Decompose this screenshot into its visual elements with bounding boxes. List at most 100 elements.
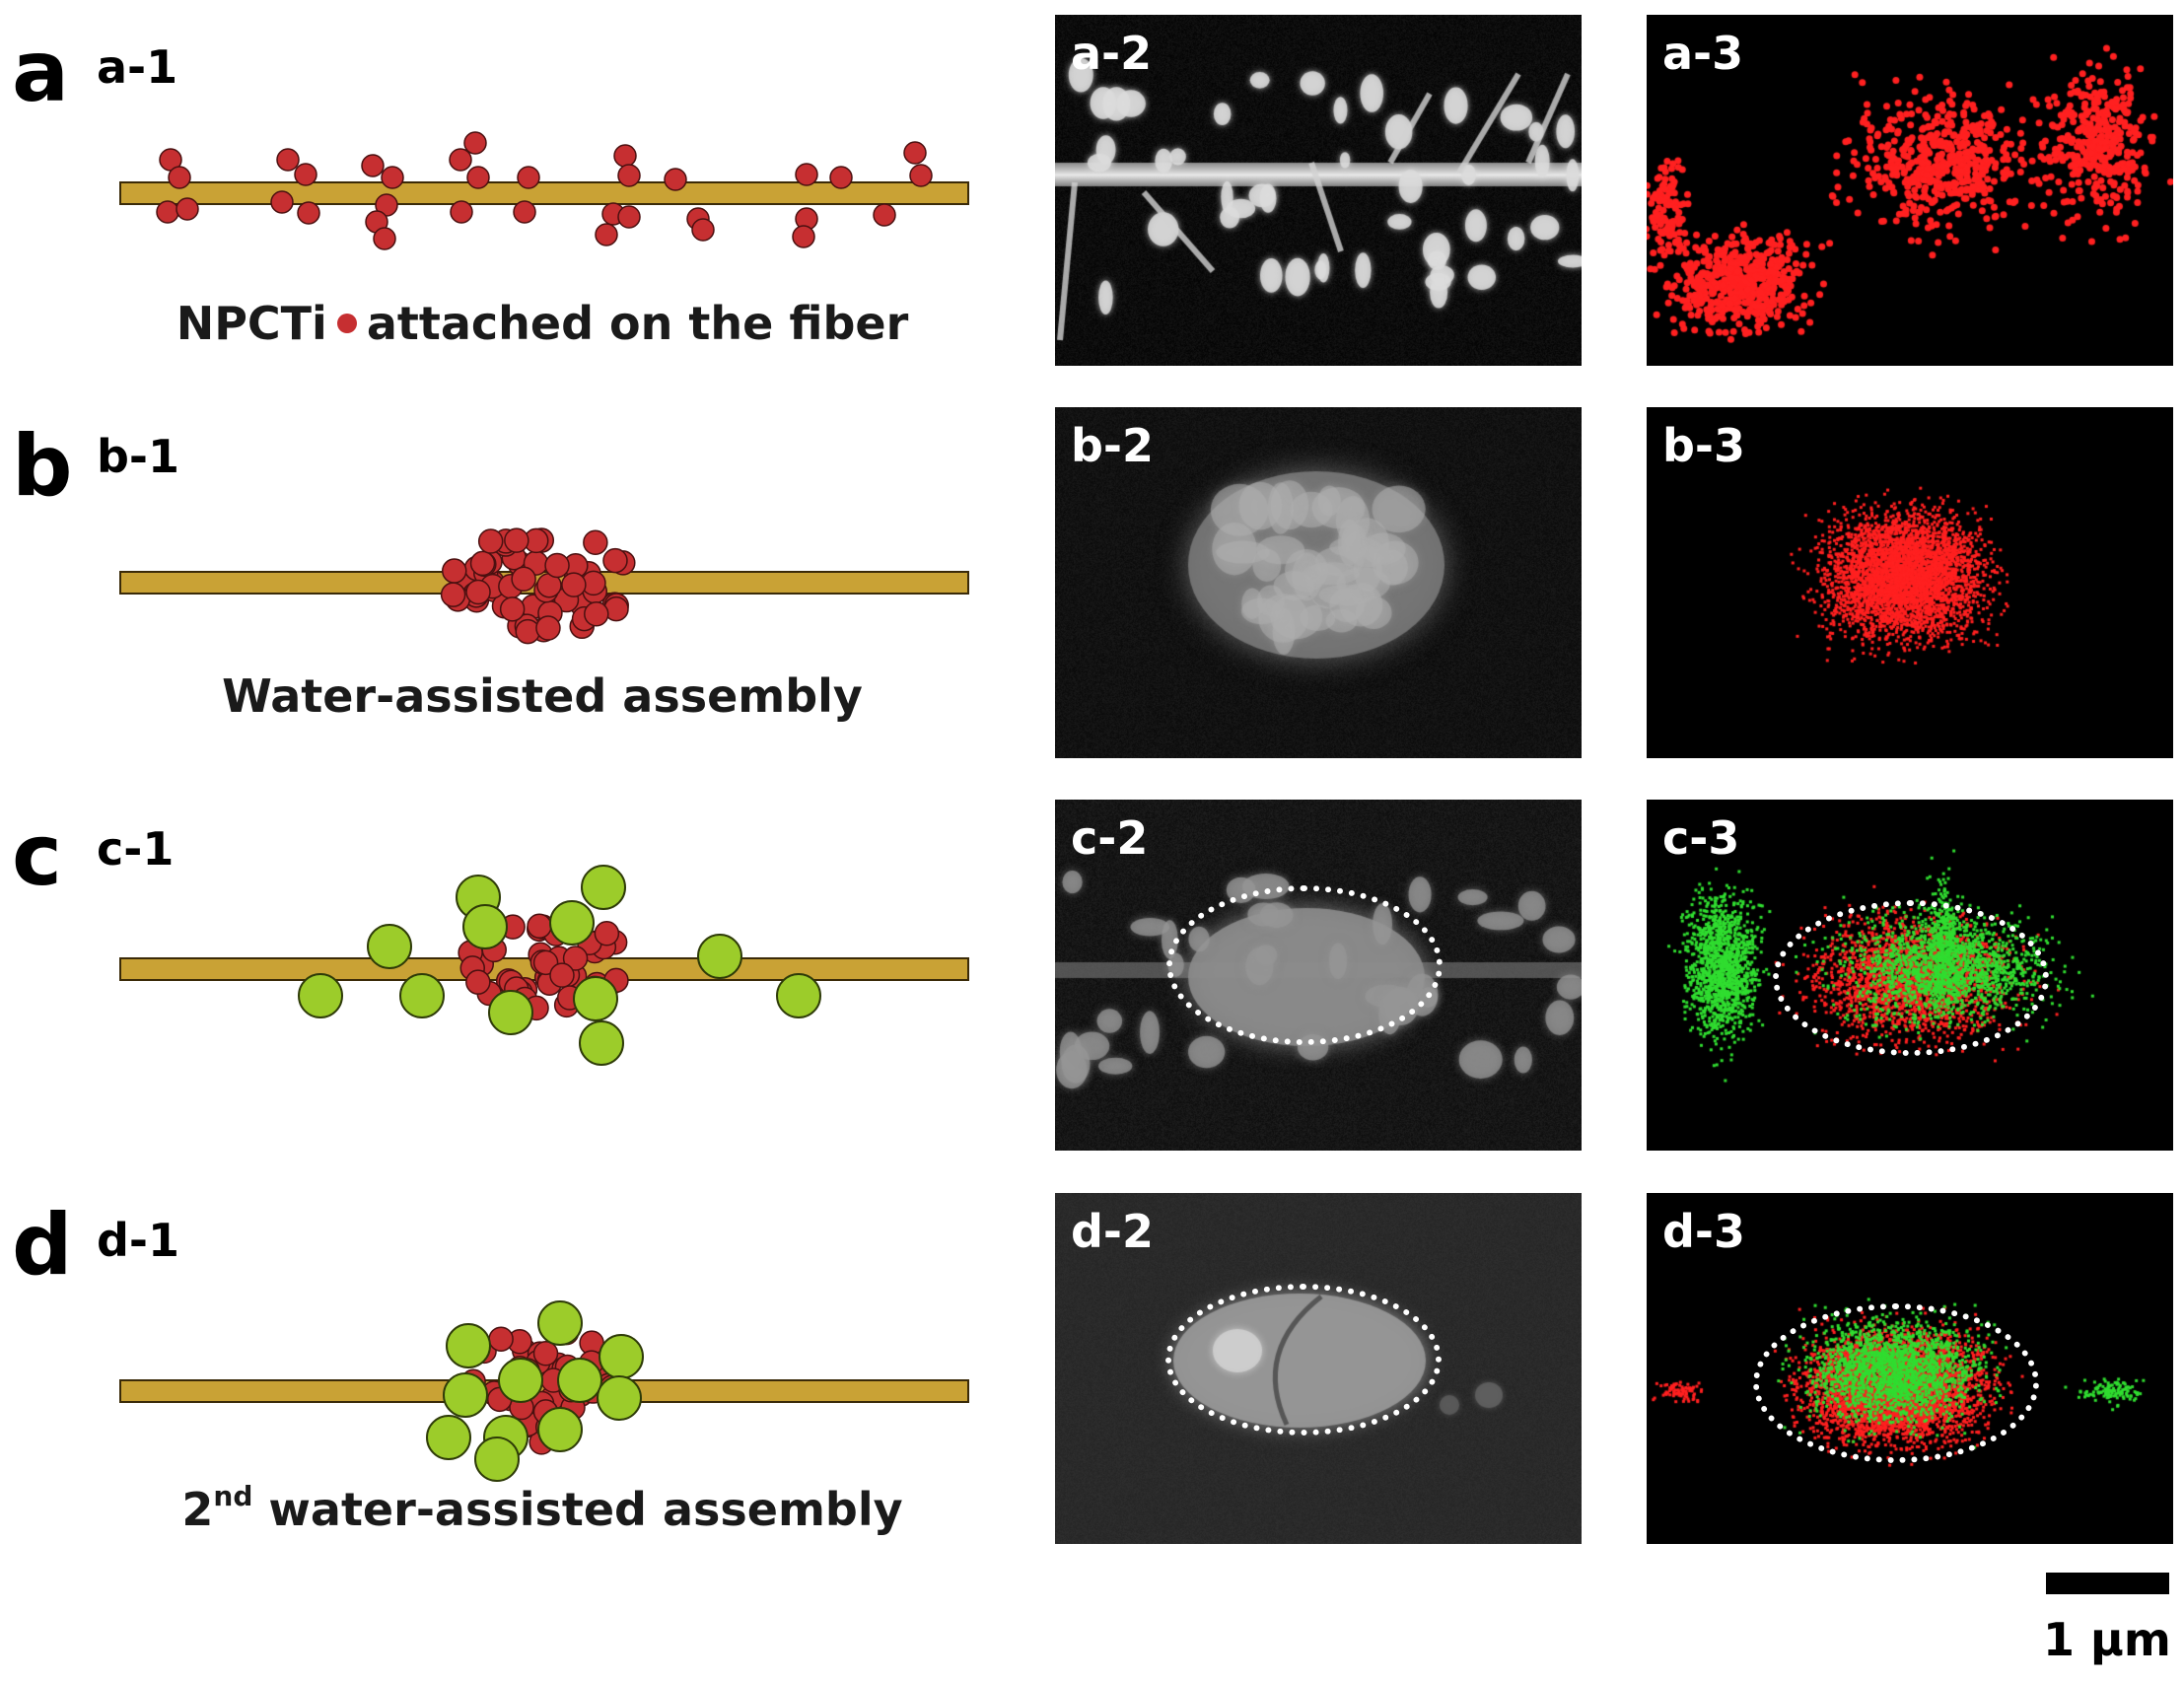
npcti-particle	[903, 141, 927, 165]
npcti-particle	[270, 190, 294, 214]
element-map-d3: d-3	[1647, 1193, 2173, 1544]
green-particle	[367, 924, 412, 969]
green-particle	[498, 1358, 543, 1403]
scale-bar	[2046, 1573, 2169, 1594]
map-label-c3: c-3	[1662, 811, 1740, 865]
region-ellipse-c3	[1773, 900, 2049, 1056]
region-ellipse-d3	[1753, 1303, 2039, 1463]
green-particle	[599, 1334, 644, 1379]
schematic-d1-second-assembly	[119, 1300, 969, 1482]
green-particle	[557, 1358, 602, 1403]
npcti-particle	[595, 223, 618, 246]
green-particle	[537, 1300, 583, 1346]
npcti-particle	[469, 550, 496, 577]
caption-d1-rest: water-assisted assembly	[252, 1483, 903, 1536]
map-label-b3: b-3	[1662, 419, 1746, 472]
npcti-particle	[873, 203, 896, 227]
npcti-particle	[463, 131, 487, 155]
scale-bar-label: 1 µm	[2043, 1613, 2171, 1666]
green-particle	[579, 1020, 624, 1066]
npcti-particle	[549, 962, 575, 988]
npcti-particle	[594, 921, 620, 946]
npcti-particle	[532, 1341, 559, 1367]
caption-b1: Water-assisted assembly	[222, 669, 863, 723]
npcti-particle	[517, 166, 540, 189]
npcti-particle	[535, 615, 561, 641]
npcti-particle	[499, 596, 526, 622]
npcti-particle	[156, 200, 179, 224]
region-ellipse-d2	[1165, 1284, 1442, 1436]
element-map-c3: c-3	[1647, 800, 2173, 1151]
sem-label-b2: b-2	[1071, 419, 1155, 472]
npcti-particle	[613, 144, 637, 168]
green-particle	[697, 934, 742, 979]
npcti-particle	[440, 582, 466, 607]
npcti-particle	[168, 166, 191, 189]
npcti-particle	[449, 148, 472, 172]
schematic-c1-green-particles-added	[119, 865, 969, 1066]
npcti-particle	[544, 552, 570, 579]
npcti-particle	[450, 200, 473, 224]
npcti-particle	[584, 601, 609, 627]
green-particle	[446, 1323, 491, 1368]
green-particle	[549, 900, 595, 946]
green-particle	[537, 1407, 583, 1452]
npcti-particle	[488, 1326, 514, 1352]
npcti-particle	[276, 148, 300, 172]
npcti-particle	[511, 566, 536, 593]
npcti-particle	[361, 154, 385, 177]
map-label-d3: d-3	[1662, 1205, 1746, 1258]
npcti-particle	[691, 218, 715, 242]
green-particle	[573, 976, 618, 1021]
sem-label-a2: a-2	[1071, 27, 1153, 80]
caption-a1-rest: attached on the fiber	[366, 297, 909, 350]
green-particle	[776, 973, 821, 1018]
row-letter-b: b	[12, 417, 73, 516]
green-particle	[462, 904, 508, 949]
region-ellipse-c2	[1166, 885, 1443, 1045]
npcti-particle	[795, 163, 818, 186]
sem-label-d2: d-2	[1071, 1205, 1155, 1258]
npcti-particle	[617, 205, 641, 229]
green-particle	[426, 1415, 471, 1460]
npcti-particle	[442, 558, 467, 584]
npcti-particle	[562, 946, 589, 971]
green-particle	[399, 973, 445, 1018]
npcti-particle	[602, 547, 628, 574]
green-particle	[581, 865, 626, 910]
npcti-particle	[373, 227, 396, 250]
caption-a1-npcti: NPCTi	[176, 297, 327, 350]
sem-label-c2: c-2	[1071, 811, 1149, 865]
caption-d1-ordinal: 2	[181, 1483, 214, 1536]
green-particle	[298, 973, 343, 1018]
map-label-a3: a-3	[1662, 27, 1744, 80]
element-map-a3: a-3	[1647, 15, 2173, 366]
npcti-particle	[294, 163, 317, 186]
npcti-particle	[617, 164, 641, 187]
green-particle	[488, 990, 533, 1035]
schematic-label-b: b-1	[97, 430, 180, 483]
fiber	[119, 181, 969, 205]
npcti-particle	[792, 225, 815, 248]
npcti-particle	[513, 200, 536, 224]
npcti-particle	[515, 618, 541, 645]
sem-image-c2: c-2	[1055, 800, 1582, 1151]
sem-image-b2: b-2	[1055, 407, 1582, 758]
npcti-particle	[297, 201, 320, 225]
npcti-particle	[664, 168, 687, 191]
npcti-particle	[466, 166, 490, 189]
npcti-particle	[465, 579, 491, 605]
sem-image-d2: d-2	[1055, 1193, 1582, 1544]
schematic-label-c: c-1	[97, 822, 175, 876]
npcti-particle	[583, 529, 608, 555]
caption-d1: 2nd water-assisted assembly	[0, 1483, 1085, 1533]
sem-image-a2: a-2	[1055, 15, 1582, 366]
npcti-particle	[465, 969, 491, 995]
npcti-particle	[829, 166, 853, 189]
schematic-label-d: d-1	[97, 1214, 180, 1267]
npcti-particle	[477, 528, 504, 554]
row-letter-d: d	[12, 1196, 73, 1295]
schematic-label-a: a-1	[97, 40, 178, 94]
npcti-particle	[909, 164, 933, 187]
row-letter-c: c	[12, 806, 62, 905]
